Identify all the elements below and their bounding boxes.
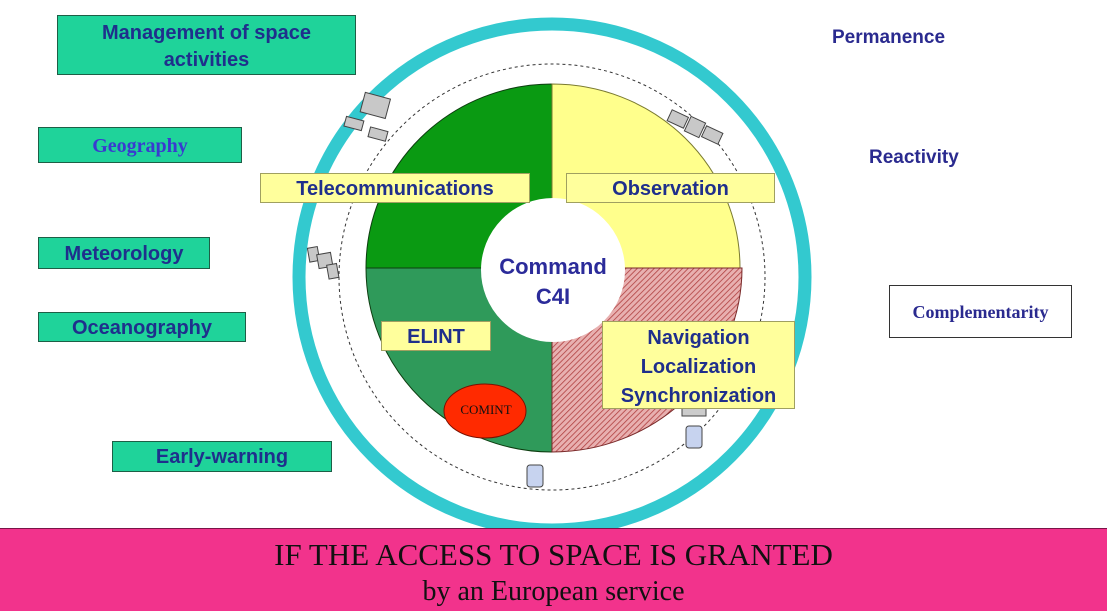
permanence-label: Permanence [832,27,946,48]
telecommunications-label: Telecommunications [260,173,530,203]
elint-label: ELINT [381,321,491,351]
complementarity-label: Complementarity [912,302,1049,322]
satellite-icon [681,407,707,449]
oceanography-label: Oceanography [71,317,213,339]
early-warning-label: Early-warning [155,446,289,468]
oceanography-box: Oceanography [38,312,246,342]
satellite-icon [343,91,392,142]
satellite-icon [306,246,340,280]
geography-box: Geography [38,127,242,163]
center-c4i: C4I [535,284,571,309]
management-label: Management of space activities [102,22,311,71]
meteorology-label: Meteorology [64,243,184,265]
center-circle [481,198,625,342]
synchronization-label: Synchronization [620,385,777,407]
banner-line-1: IF THE ACCESS TO SPACE IS GRANTED [274,537,833,572]
early-warning-box: Early-warning [112,441,332,472]
observation-label: Observation [566,173,775,203]
navigation-label: Navigation [647,327,750,349]
outer-ring [292,17,812,528]
localization-label: Localization [640,356,757,378]
comint-label: COMINT [460,402,512,417]
satellite-icon [666,109,724,145]
center-title: Command C4I [478,252,628,312]
complementarity-box: Complementarity [889,285,1072,338]
banner-line-2: by an European service [422,576,685,607]
comint-ellipse [443,383,527,439]
center-command: Command [499,254,607,279]
geography-label: Geography [92,135,188,157]
meteorology-box: Meteorology [38,237,210,269]
navigation-box: Navigation Localization Synchronization [602,321,795,409]
reactivity-label: Reactivity [869,147,959,168]
management-box: Management of space activities [57,15,356,75]
satellite-icon [526,464,544,488]
access-banner: IF THE ACCESS TO SPACE IS GRANTED by an … [0,528,1107,611]
